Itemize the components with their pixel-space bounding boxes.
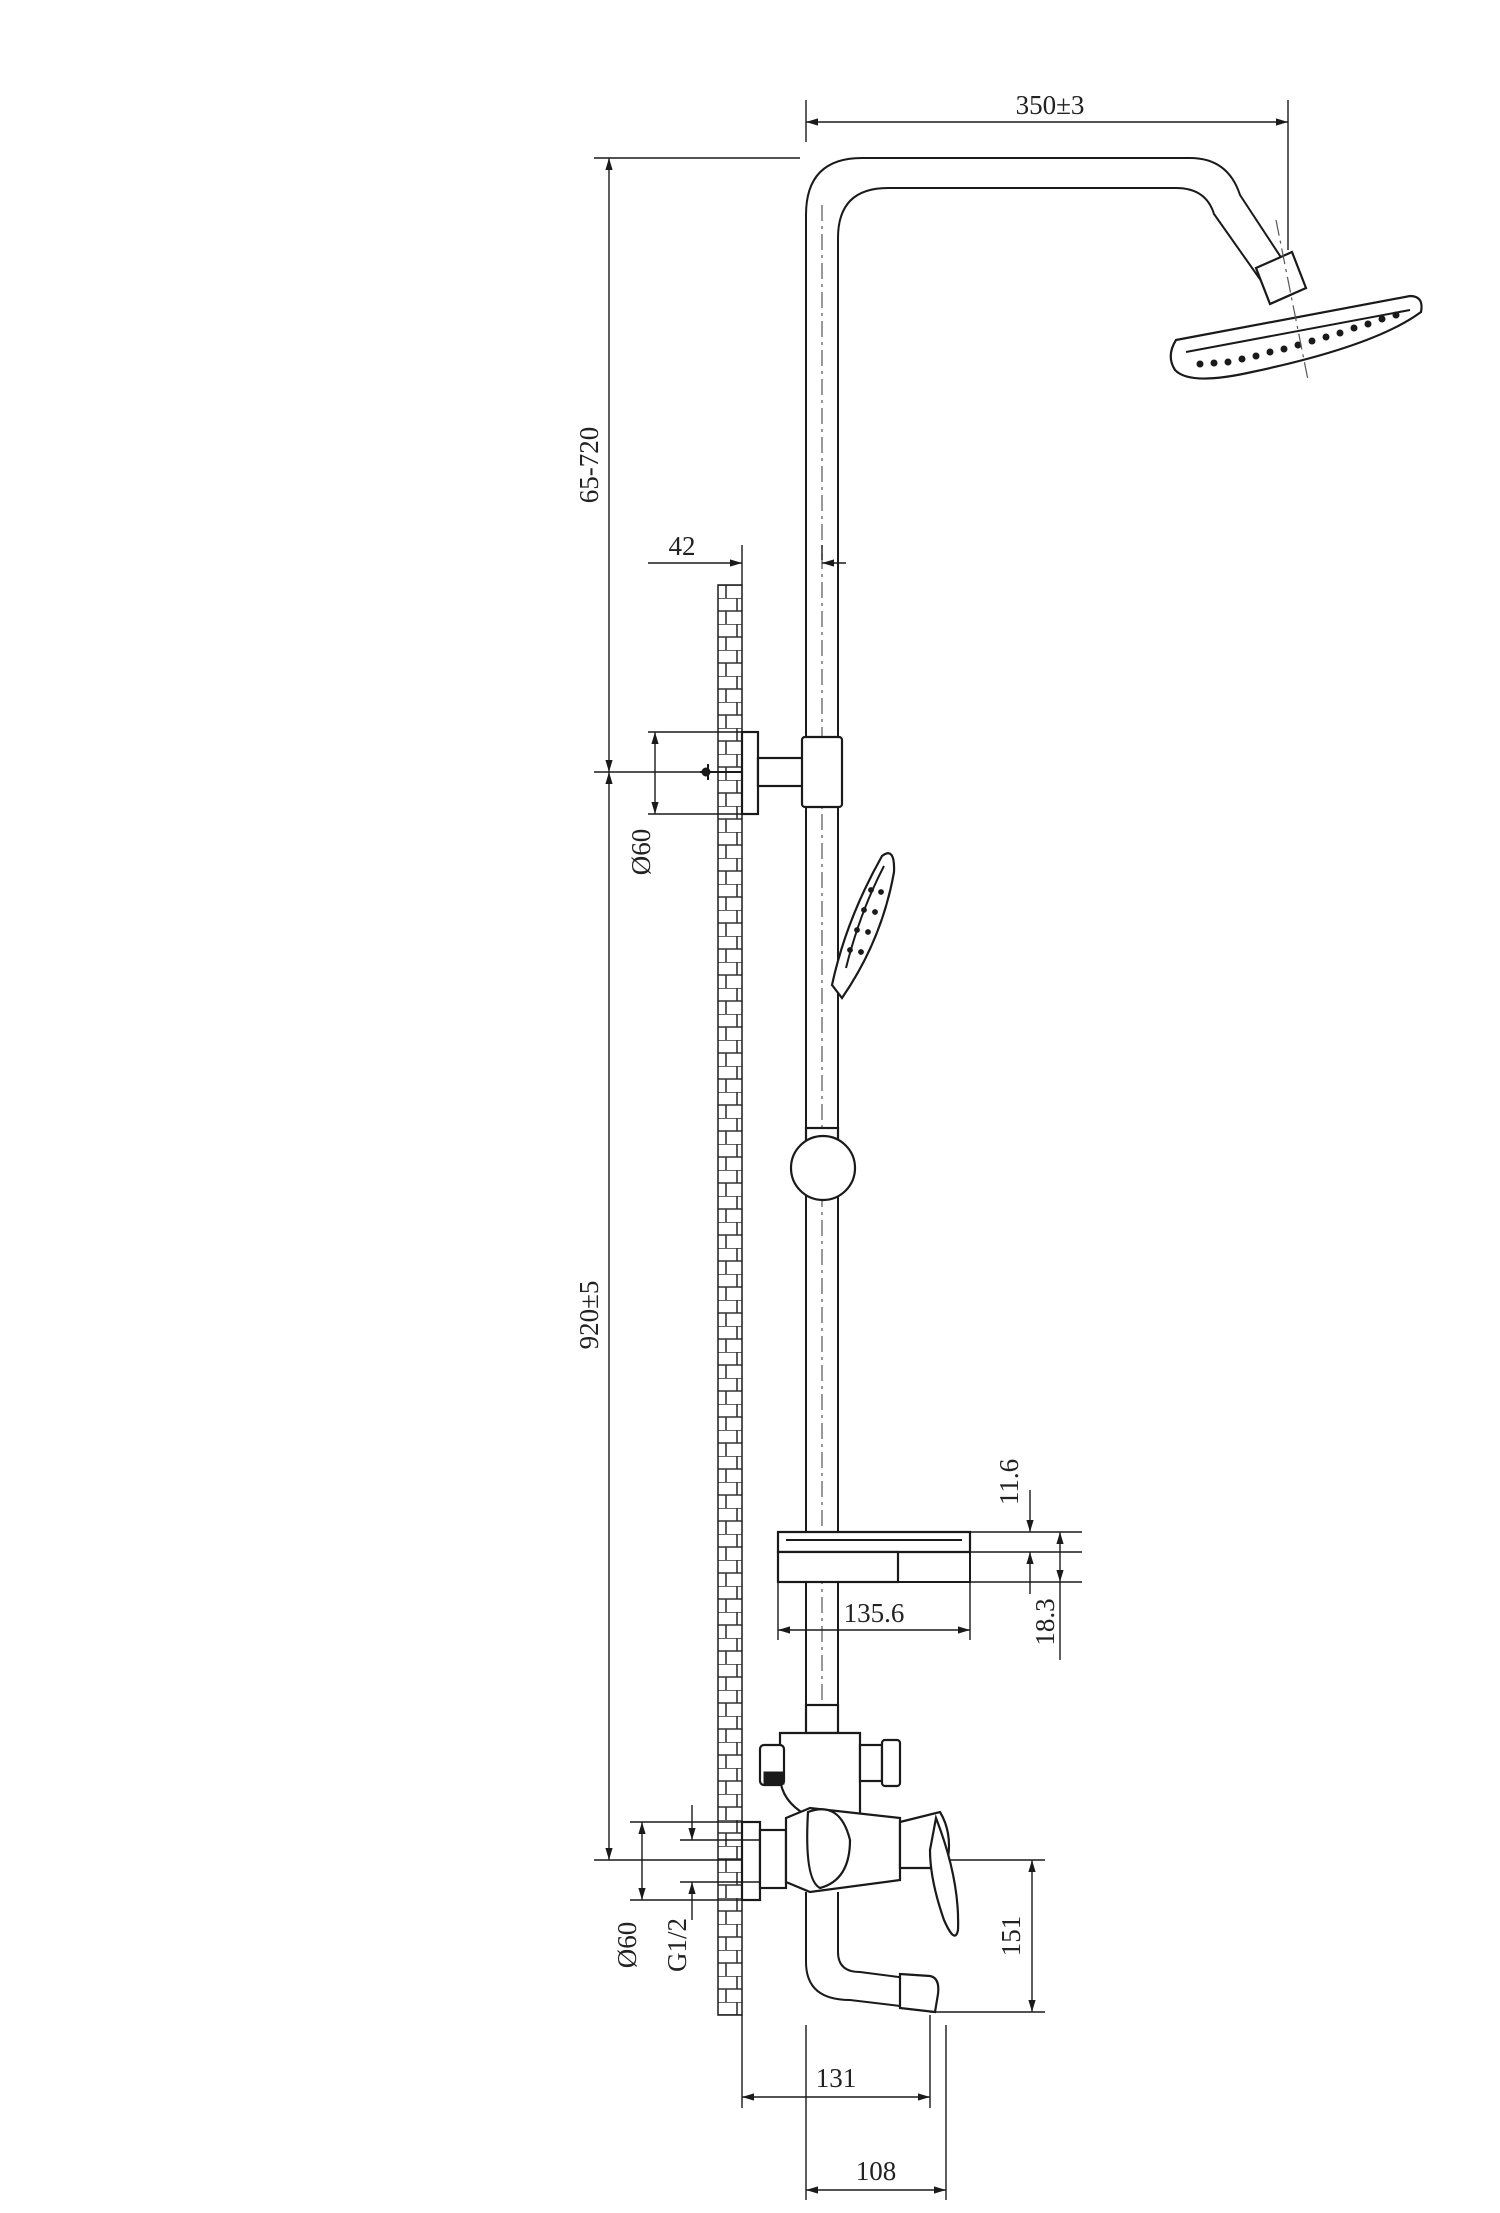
dim-shelf-offset: 18.3 xyxy=(1030,1598,1060,1645)
slider-knob xyxy=(789,1126,857,1202)
dim-main-height: 920±5 xyxy=(574,1281,604,1350)
dim-spout-reach-outer: 131 xyxy=(816,2063,857,2093)
soap-shelf xyxy=(776,1530,972,1584)
riser-pipe xyxy=(805,157,1287,1705)
hand-shower xyxy=(830,852,896,1000)
rain-shower-head xyxy=(1169,219,1423,381)
top-wall-bracket xyxy=(700,730,844,816)
dim-spout-height: 151 xyxy=(996,1916,1026,1957)
dim-top-bracket-diameter: Ø60 xyxy=(626,829,656,876)
dim-bottom-flange-diameter: Ø60 xyxy=(612,1922,642,1969)
bath-spout xyxy=(805,1892,940,2014)
dim-wall-offset: 42 xyxy=(669,531,696,561)
dim-thread-size: G1/2 xyxy=(662,1918,692,1972)
dim-shelf-thickness: 11.6 xyxy=(994,1459,1024,1505)
dim-slide-range: 65-720 xyxy=(574,427,604,504)
wall xyxy=(717,584,743,2016)
dimension-lines xyxy=(594,100,1289,2200)
dim-head-arm: 350±3 xyxy=(1016,90,1085,120)
dim-spout-reach-inner: 108 xyxy=(856,2156,897,2186)
mixer-body xyxy=(740,1806,960,1937)
diverter xyxy=(758,1703,902,1817)
dim-shelf-width: 135.6 xyxy=(844,1598,905,1628)
